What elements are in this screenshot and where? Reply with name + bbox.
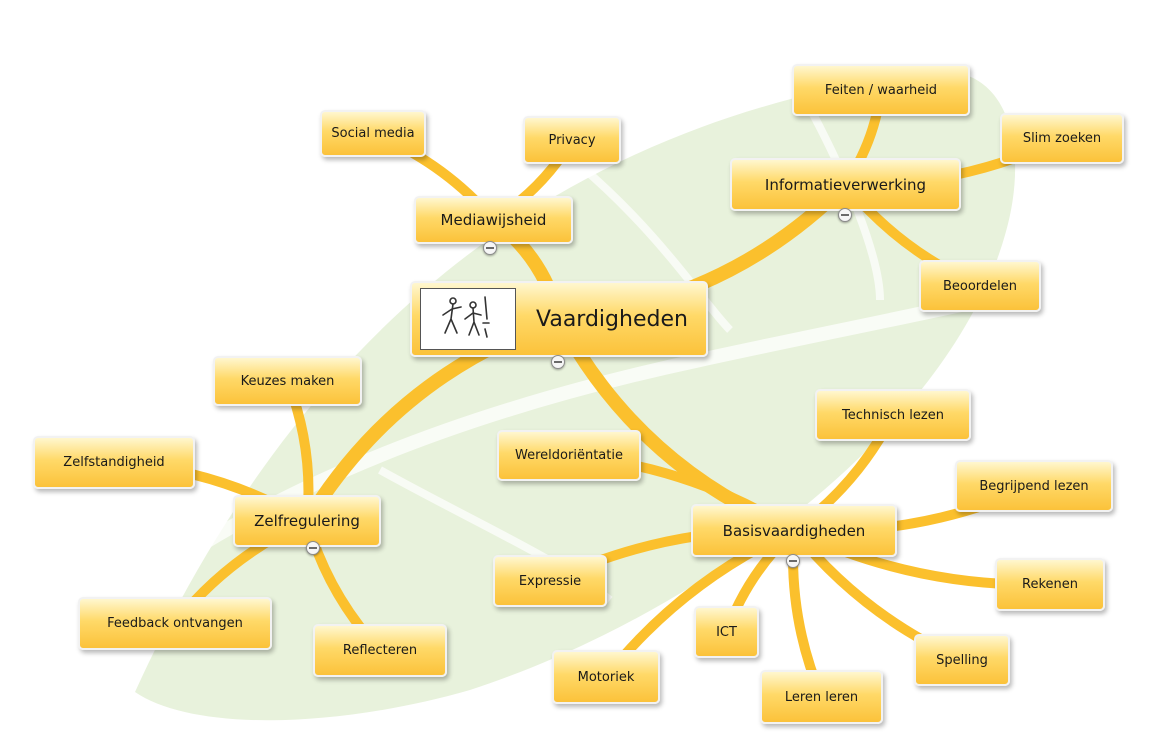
subtopic-zelfstandigheid-label: Zelfstandigheid <box>63 455 165 470</box>
subtopic-keuzes-maken[interactable]: Keuzes maken <box>213 356 362 406</box>
subtopic-rekenen[interactable]: Rekenen <box>995 558 1105 611</box>
subtopic-spelling-label: Spelling <box>936 652 988 668</box>
subtopic-rekenen-label: Rekenen <box>1022 577 1078 592</box>
topic-basisvaardigheden[interactable]: Basisvaardigheden <box>691 504 897 557</box>
topic-zelfregulering-label: Zelfregulering <box>254 512 360 530</box>
subtopic-slim-zoeken[interactable]: Slim zoeken <box>1000 113 1124 164</box>
subtopic-feedback-ontvangen[interactable]: Feedback ontvangen <box>78 597 272 650</box>
subtopic-motoriek[interactable]: Motoriek <box>552 650 660 704</box>
subtopic-begrijpend-lezen-label: Begrijpend lezen <box>979 478 1089 494</box>
topic-mediawijsheid-label: Mediawijsheid <box>440 211 547 229</box>
collapse-basis-icon[interactable] <box>786 554 800 568</box>
subtopic-spelling[interactable]: Spelling <box>914 634 1010 686</box>
subtopic-expressie-label: Expressie <box>518 573 582 589</box>
central-topic[interactable]: Vaardigheden <box>410 281 708 357</box>
stick-figures-icon <box>420 288 516 350</box>
subtopic-ict[interactable]: ICT <box>694 606 759 658</box>
subtopic-keuzes-maken-label: Keuzes maken <box>240 373 335 389</box>
collapse-info-icon[interactable] <box>838 208 852 222</box>
subtopic-wereldorientatie[interactable]: Wereldoriëntatie <box>497 430 641 481</box>
subtopic-leren-leren[interactable]: Leren leren <box>760 670 883 724</box>
subtopic-social-media[interactable]: Social media <box>320 110 426 157</box>
subtopic-zelfstandigheid[interactable]: Zelfstandigheid <box>33 436 195 489</box>
collapse-zelf-icon[interactable] <box>306 541 320 555</box>
subtopic-technisch-lezen[interactable]: Technisch lezen <box>815 389 971 441</box>
subtopic-privacy[interactable]: Privacy <box>523 116 621 164</box>
topic-informatieverwerking-label: Informatieverwerking <box>764 175 927 194</box>
collapse-central-icon[interactable] <box>551 355 565 369</box>
subtopic-beoordelen[interactable]: Beoordelen <box>919 260 1041 312</box>
subtopic-reflecteren[interactable]: Reflecteren <box>313 624 447 677</box>
subtopic-expressie[interactable]: Expressie <box>493 555 607 607</box>
subtopic-privacy-label: Privacy <box>548 132 596 148</box>
subtopic-technisch-lezen-label: Technisch lezen <box>842 407 944 423</box>
subtopic-slim-zoeken-label: Slim zoeken <box>1022 131 1102 146</box>
topic-mediawijsheid[interactable]: Mediawijsheid <box>414 196 573 244</box>
collapse-media-icon[interactable] <box>483 241 497 255</box>
central-topic-label: Vaardigheden <box>536 306 688 332</box>
subtopic-leren-leren-label: Leren leren <box>784 689 859 705</box>
subtopic-begrijpend-lezen[interactable]: Begrijpend lezen <box>955 460 1113 512</box>
topic-zelfregulering[interactable]: Zelfregulering <box>233 495 381 547</box>
subtopic-beoordelen-label: Beoordelen <box>942 278 1018 294</box>
subtopic-ict-label: ICT <box>716 624 737 640</box>
subtopic-wereldorientatie-label: Wereldoriëntatie <box>515 448 623 463</box>
topic-basisvaardigheden-label: Basisvaardigheden <box>722 521 866 540</box>
subtopic-motoriek-label: Motoriek <box>577 669 635 685</box>
subtopic-feiten-waarheid[interactable]: Feiten / waarheid <box>792 64 970 116</box>
subtopic-feedback-ontvangen-label: Feedback ontvangen <box>107 616 243 631</box>
topic-informatieverwerking[interactable]: Informatieverwerking <box>730 158 961 211</box>
subtopic-reflecteren-label: Reflecteren <box>342 643 418 658</box>
subtopic-social-media-label: Social media <box>331 126 415 141</box>
subtopic-feiten-waarheid-label: Feiten / waarheid <box>824 82 938 98</box>
